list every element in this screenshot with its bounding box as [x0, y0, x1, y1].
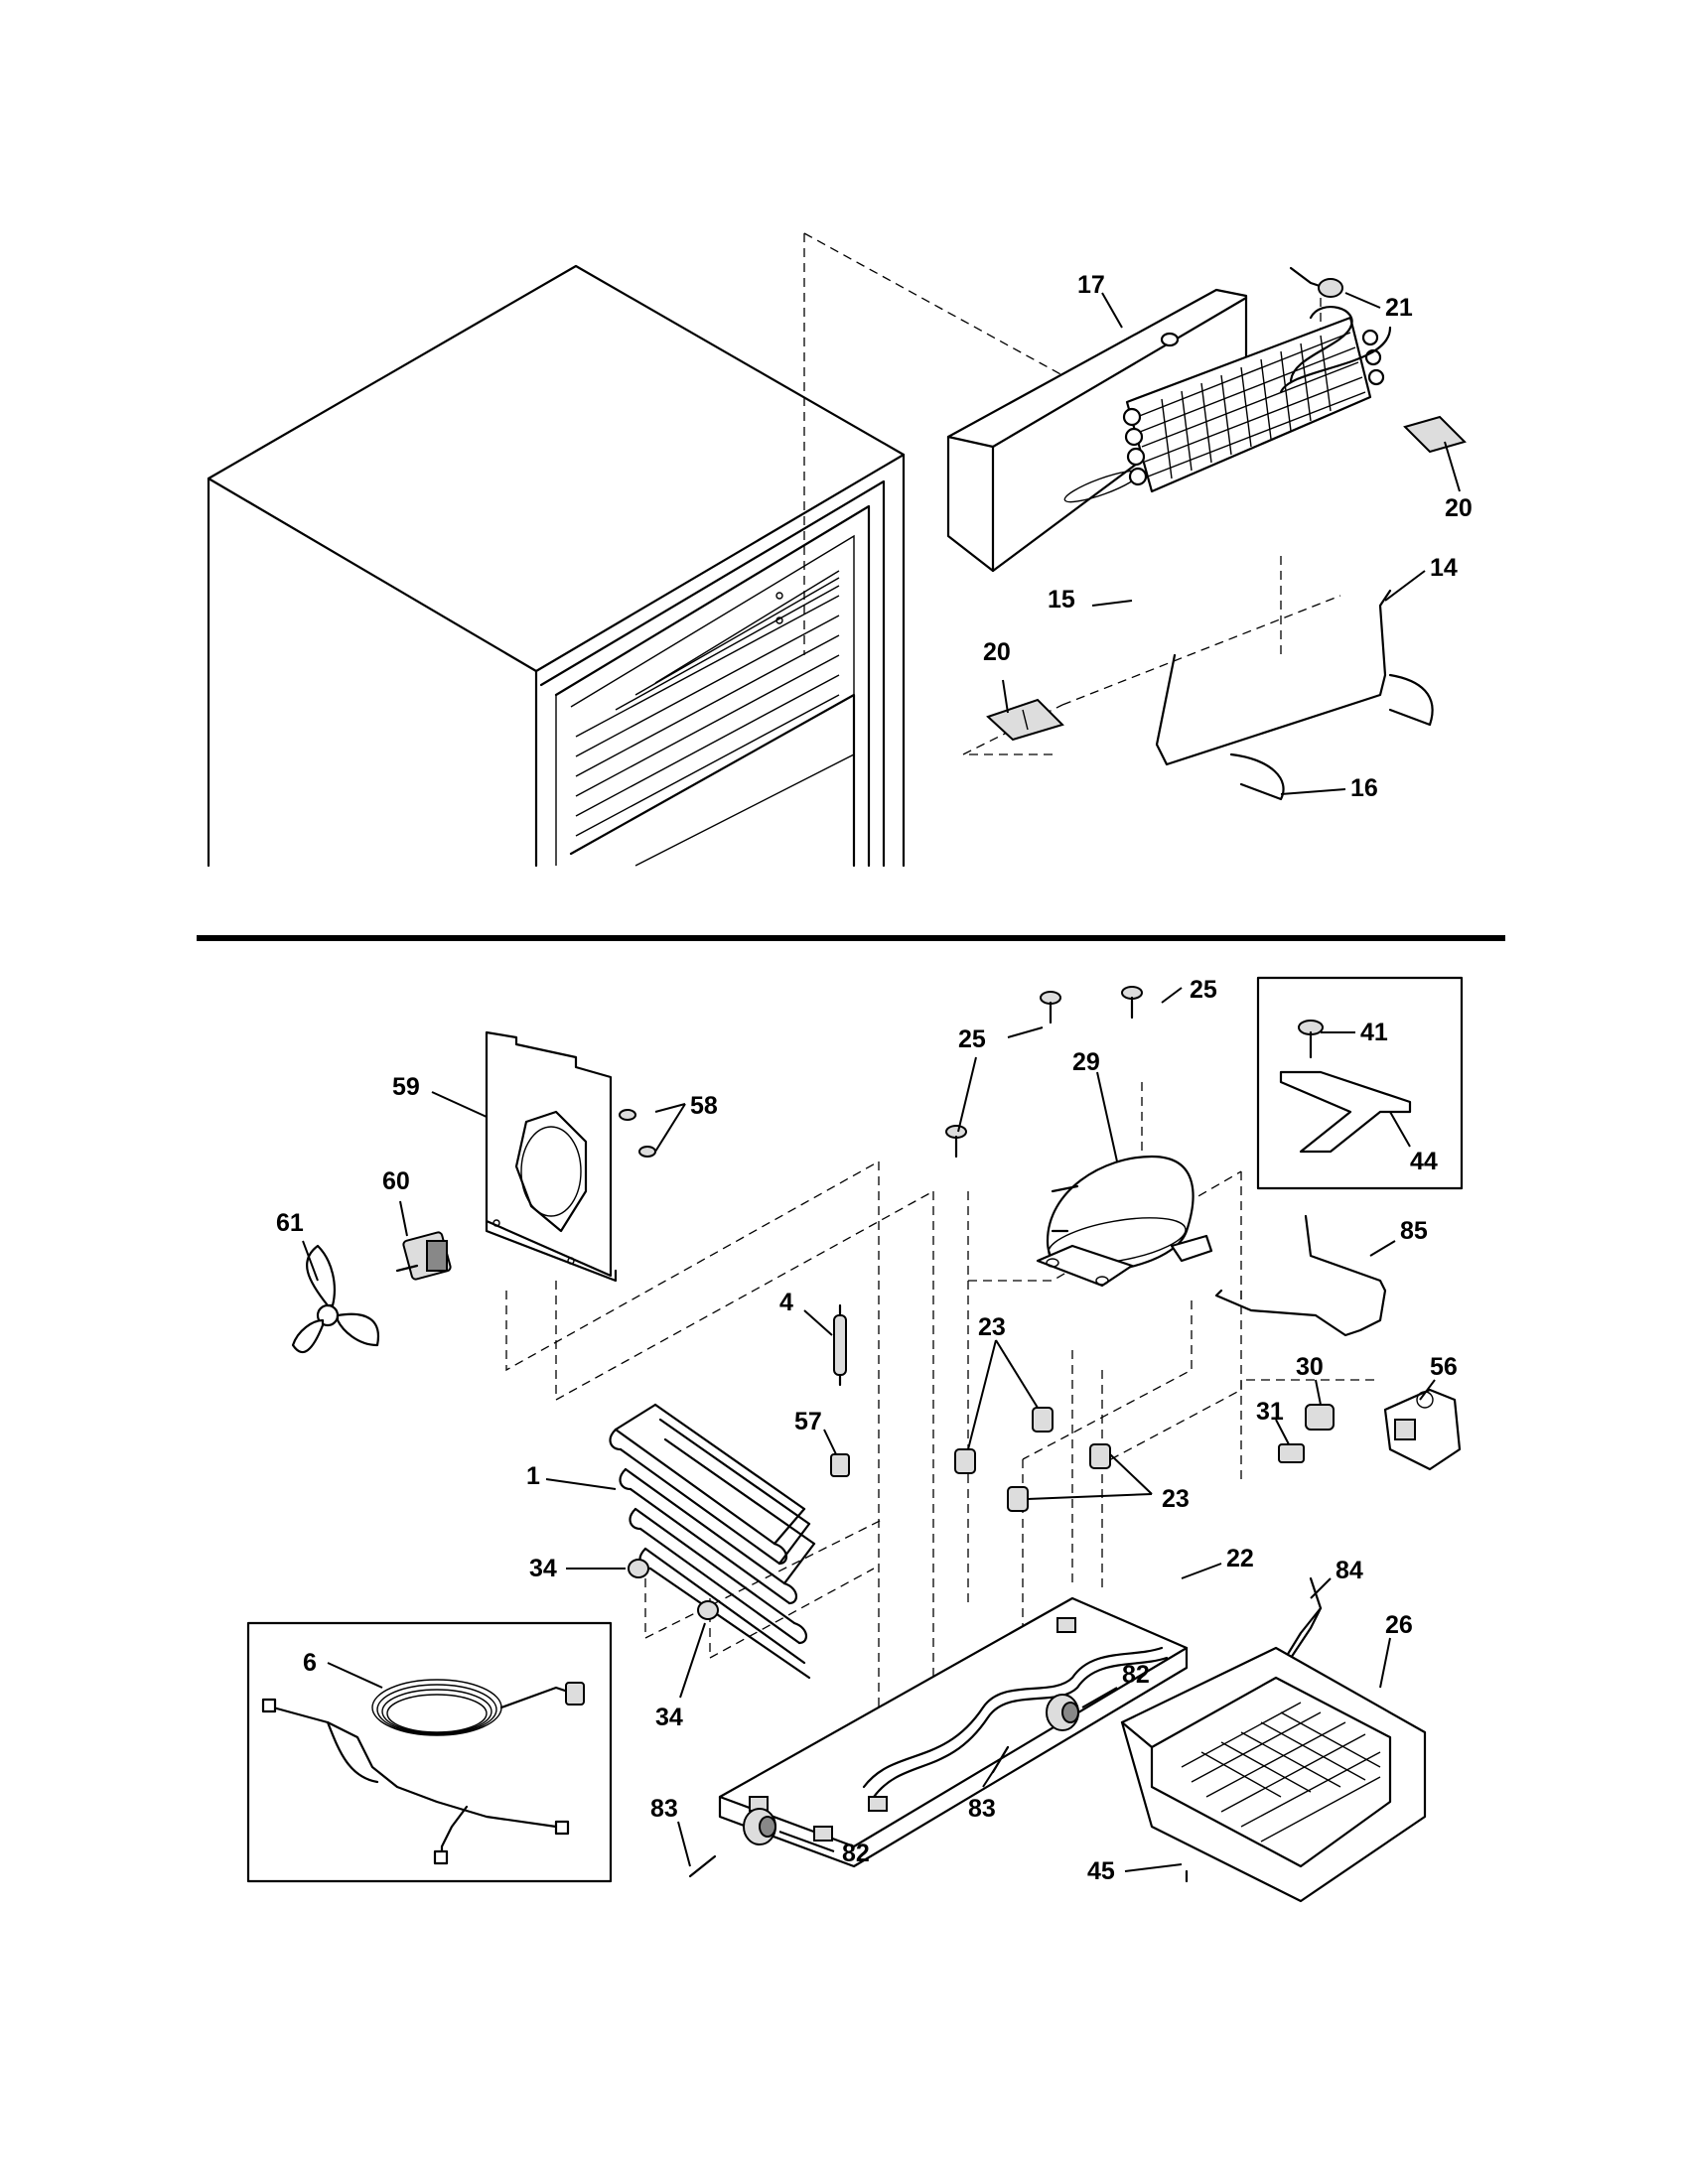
relay-part-56: [1383, 1388, 1462, 1471]
grommets-part-23: [954, 1407, 1111, 1512]
callout-34-top: 34: [529, 1555, 557, 1582]
cover-part-31: [1278, 1443, 1305, 1463]
clip-part-16: [1229, 673, 1434, 801]
section-divider: [197, 935, 1505, 941]
spacer-part-34-a: [628, 1559, 649, 1578]
bolt-part-41: [1298, 1020, 1324, 1059]
inset-box-harness: [246, 1621, 613, 1883]
callout-61: 61: [276, 1209, 304, 1237]
callout-17: 17: [1077, 271, 1105, 299]
callout-21: 21: [1385, 294, 1413, 322]
callout-83-left: 83: [650, 1795, 678, 1823]
callout-31: 31: [1256, 1398, 1284, 1426]
callout-57: 57: [794, 1408, 822, 1435]
callout-29: 29: [1072, 1048, 1100, 1076]
spacer-part-34-b: [697, 1600, 719, 1620]
callout-59: 59: [392, 1073, 420, 1101]
callout-15: 15: [1048, 586, 1075, 614]
bracket-wire-part-14: [1155, 589, 1392, 766]
callout-30: 30: [1296, 1353, 1324, 1381]
compressor-part-29: [1036, 1155, 1213, 1288]
clip-part-57: [830, 1453, 850, 1477]
overload-part-30: [1305, 1404, 1335, 1431]
tube-cap-part-21: [1279, 266, 1392, 394]
callout-44: 44: [1410, 1148, 1438, 1175]
callout-34-bottom: 34: [655, 1704, 683, 1731]
screw-part-83-a: [688, 1854, 717, 1878]
bolt-part-25-a: [1040, 991, 1061, 1024]
callout-23-bottom: 23: [1162, 1485, 1190, 1513]
bracket-part-44: [1279, 1070, 1412, 1154]
callout-41: 41: [1360, 1019, 1388, 1046]
callout-20-top: 20: [1445, 494, 1473, 522]
base-pan-part-22: [718, 1596, 1189, 1868]
pad-part-20-top: [1403, 415, 1467, 454]
callout-56: 56: [1430, 1353, 1458, 1381]
condenser-part-15: [1122, 316, 1385, 493]
condenser-coil-part-1: [609, 1403, 816, 1680]
bottom-leaders: [302, 987, 1436, 1872]
bolt-part-25-b: [1121, 986, 1143, 1020]
screws-part-58: [619, 1109, 656, 1158]
bushing-part-82-a: [1046, 1694, 1079, 1731]
bolt-part-25-c: [945, 1125, 967, 1159]
inset-box-bracket: [1256, 976, 1464, 1190]
pad-part-20-left: [986, 698, 1064, 742]
callout-26: 26: [1385, 1611, 1413, 1639]
callout-1: 1: [526, 1462, 540, 1490]
freezer-fins: [575, 570, 840, 837]
callout-82-right: 82: [1122, 1661, 1150, 1689]
callout-4: 4: [779, 1289, 793, 1316]
drier-part-4: [833, 1303, 847, 1387]
callout-23-top: 23: [978, 1313, 1006, 1341]
callout-22: 22: [1226, 1545, 1254, 1572]
wiring-harness-part-6: [261, 1679, 585, 1865]
refrigerator-cabinet: [207, 264, 906, 868]
callout-14: 14: [1430, 554, 1458, 582]
callout-58: 58: [690, 1092, 718, 1120]
fan-motor-part-60: [395, 1231, 452, 1281]
callout-16: 16: [1350, 774, 1378, 802]
callout-25-right: 25: [1190, 976, 1217, 1004]
callout-82-left: 82: [842, 1840, 870, 1867]
callout-45: 45: [1087, 1857, 1115, 1885]
bushing-part-82-b: [743, 1808, 776, 1845]
drain-pan-part-26: [1120, 1646, 1427, 1903]
fan-blade-part-61: [291, 1244, 380, 1353]
fan-shroud-part-59: [485, 1030, 618, 1283]
callout-60: 60: [382, 1167, 410, 1195]
callout-83-right: 83: [968, 1795, 996, 1823]
tube-part-85: [1214, 1214, 1387, 1337]
callout-85: 85: [1400, 1217, 1428, 1245]
callout-84: 84: [1336, 1557, 1363, 1584]
top-leaders: [1002, 292, 1461, 795]
callout-25-left: 25: [958, 1025, 986, 1053]
callout-6: 6: [303, 1649, 317, 1677]
callout-20-left: 20: [983, 638, 1011, 666]
